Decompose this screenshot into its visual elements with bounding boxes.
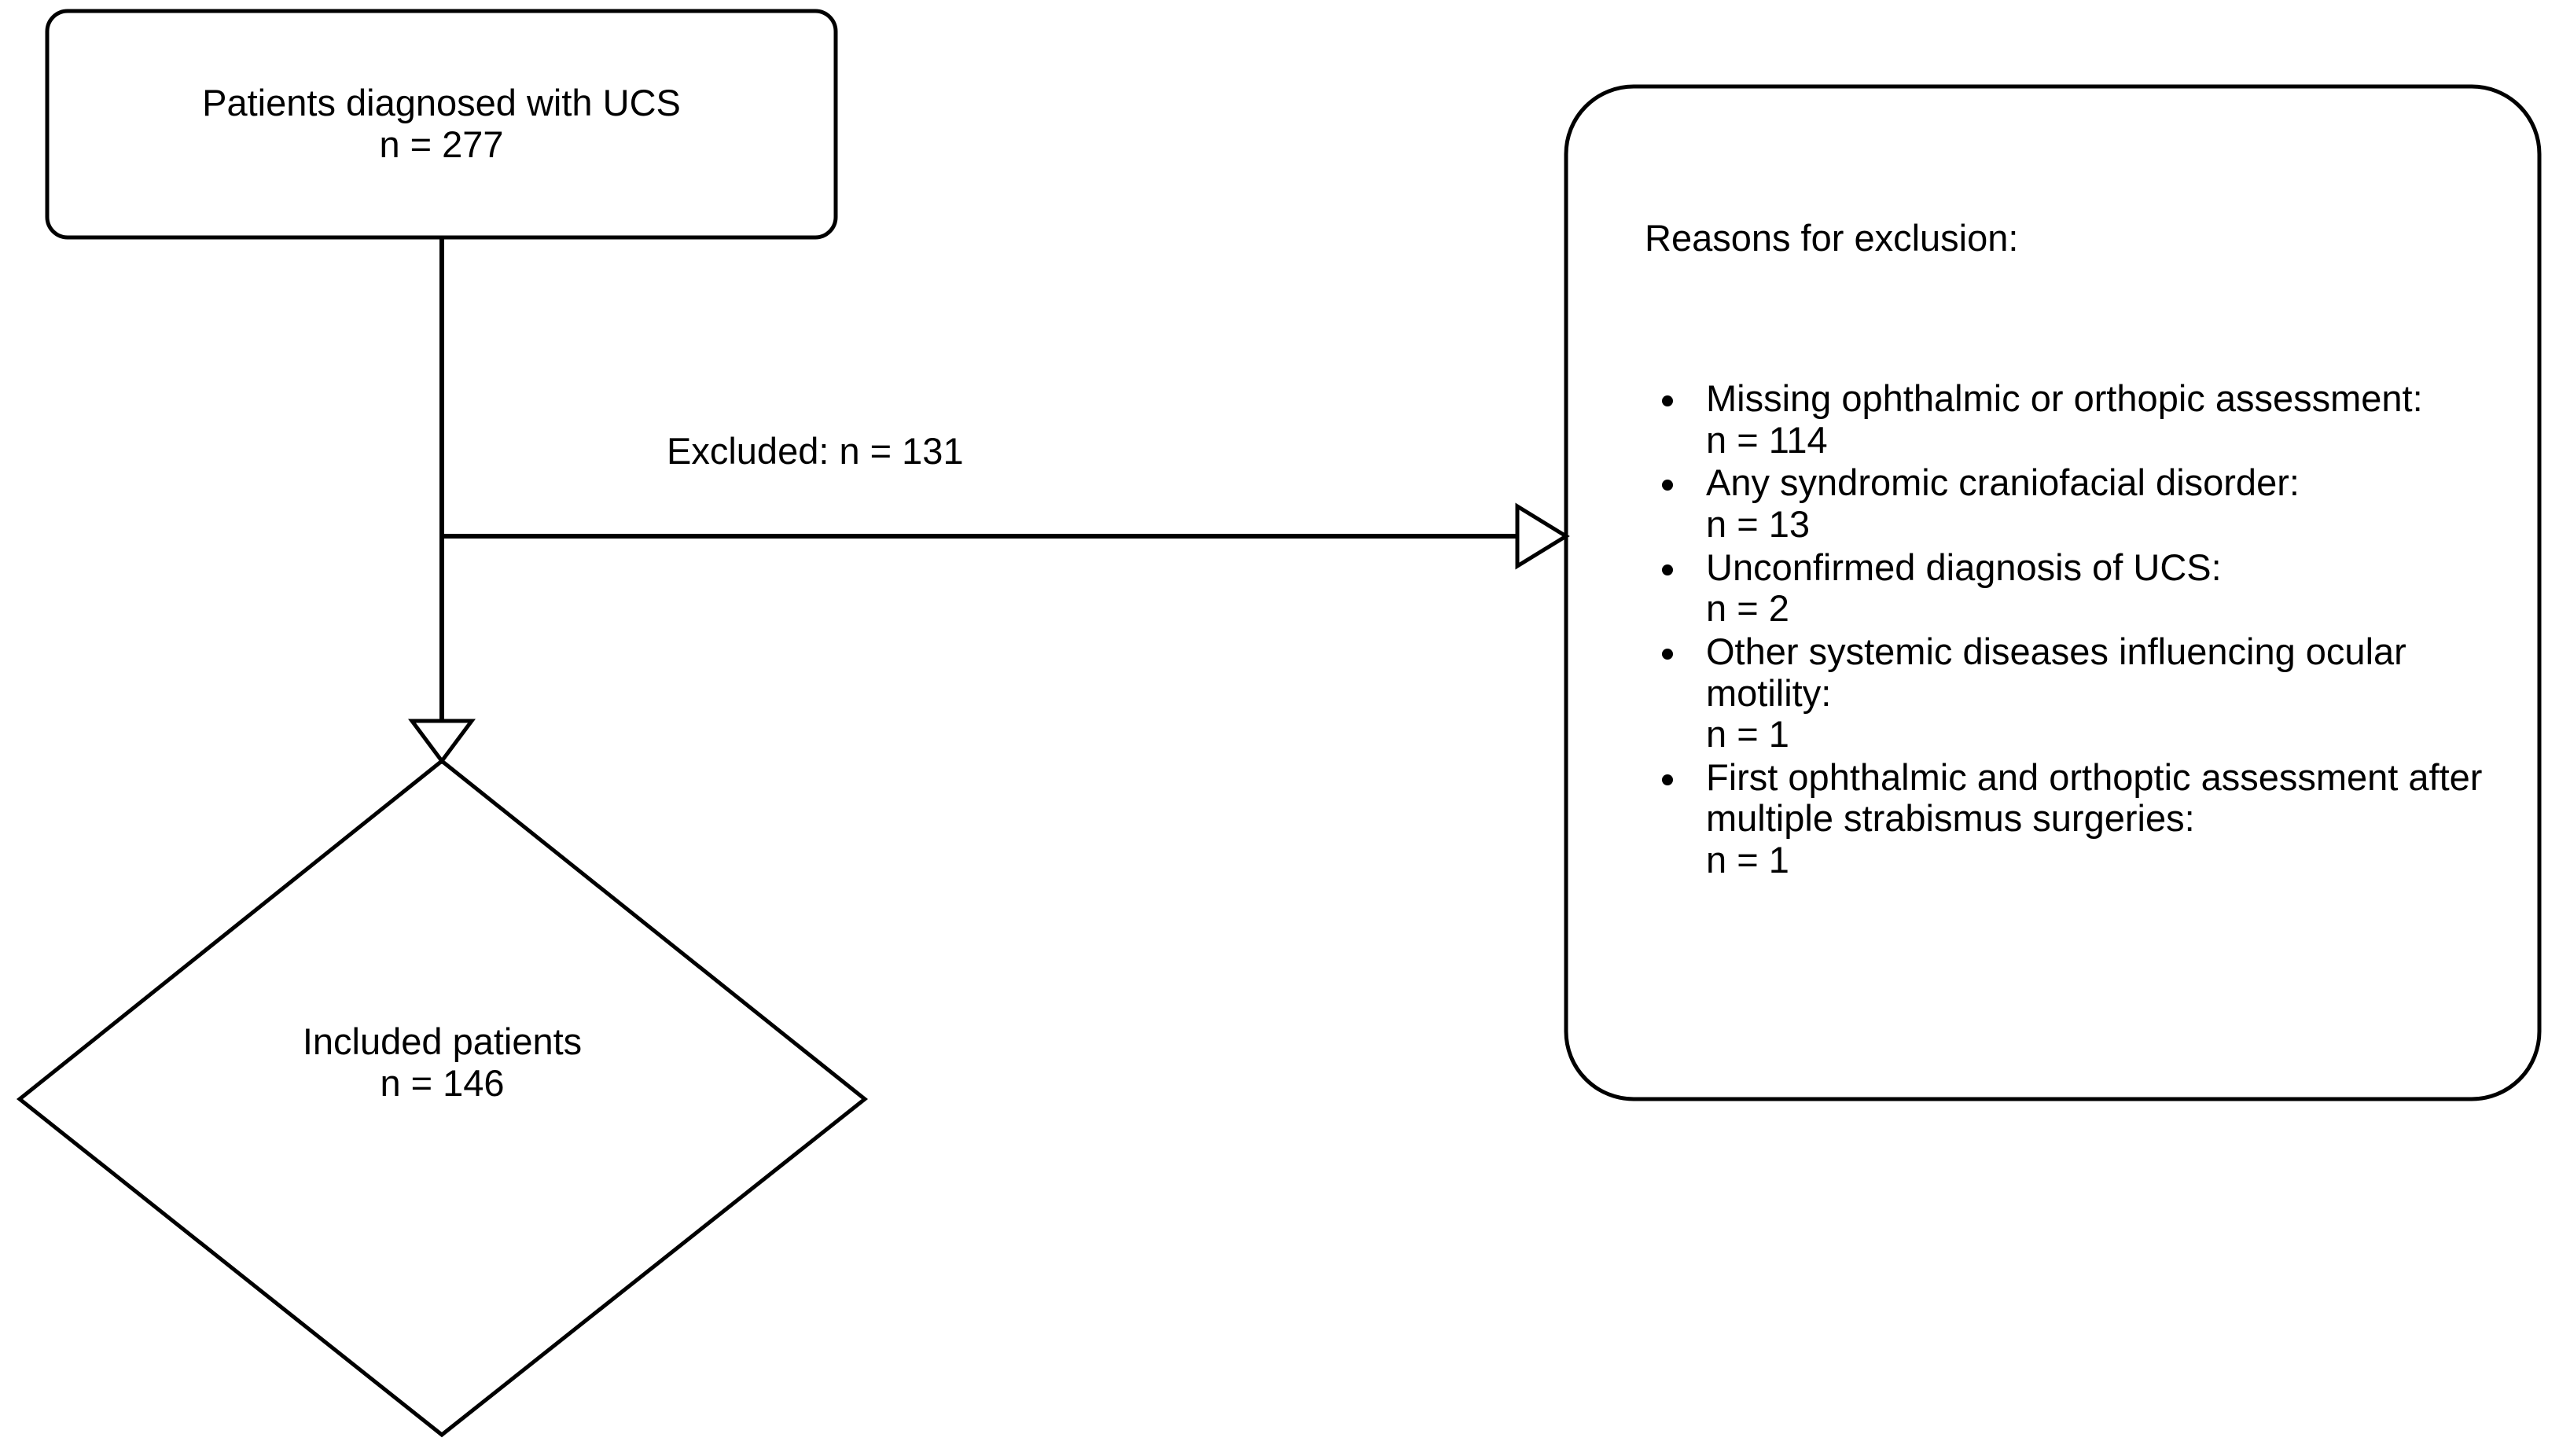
exclusion-reason-item: Any syndromic craniofacial disorder:n = … — [1645, 462, 2502, 545]
included-diamond-shape[interactable] — [16, 758, 869, 1438]
exclusion-reason-item: Other systemic diseases influencing ocul… — [1645, 631, 2502, 756]
exclusion-reason-count: n = 2 — [1706, 587, 1789, 630]
bullet-icon — [1662, 648, 1673, 660]
exclusion-reason-text: Other systemic diseases influencing ocul… — [1706, 630, 2406, 714]
exclusion-reason-item: Unconfirmed diagnosis of UCS:n = 2 — [1645, 546, 2502, 630]
source-box-line1: Patients diagnosed with UCS — [202, 82, 681, 124]
exclusion-reason-text: Any syndromic craniofacial disorder: — [1706, 461, 2300, 504]
exclusion-reason-list: Missing ophthalmic or orthopic assessmen… — [1645, 377, 2502, 881]
exclusion-reason-count: n = 13 — [1706, 503, 1810, 545]
exclusion-reason-count: n = 1 — [1706, 713, 1789, 756]
exclusion-panel-heading: Reasons for exclusion: — [1645, 217, 2019, 259]
arrowhead-down-icon — [408, 719, 476, 765]
exclusion-reason-item: First ophthalmic and orthoptic assessmen… — [1645, 756, 2502, 881]
exclusion-panel-content: Reasons for exclusion: Missing ophthalmi… — [1645, 135, 2502, 965]
included-diamond-line2: n = 146 — [380, 1062, 505, 1104]
exclusion-reason-count: n = 1 — [1706, 839, 1789, 881]
exclusion-reason-text: Missing ophthalmic or orthopic assessmen… — [1706, 377, 2423, 420]
excluded-edge-label: Excluded: n = 131 — [667, 430, 964, 472]
exclusion-reason-count: n = 114 — [1706, 418, 1828, 461]
source-box-line2: n = 277 — [379, 123, 504, 165]
bullet-icon — [1662, 480, 1673, 491]
source-box-label: Patients diagnosed with UCS n = 277 — [47, 11, 836, 237]
bullet-icon — [1662, 774, 1673, 785]
exclusion-reason-item: Missing ophthalmic or orthopic assessmen… — [1645, 377, 2502, 461]
exclusion-reason-text: First ophthalmic and orthoptic assessmen… — [1706, 756, 2483, 840]
exclusion-panel-shape[interactable] — [1564, 84, 2542, 1101]
arrowhead-right-icon — [1515, 502, 1570, 570]
bullet-icon — [1662, 564, 1673, 575]
exclusion-reason-text: Unconfirmed diagnosis of UCS: — [1706, 546, 2222, 588]
included-diamond-line1: Included patients — [302, 1020, 583, 1063]
bullet-icon — [1662, 395, 1673, 407]
